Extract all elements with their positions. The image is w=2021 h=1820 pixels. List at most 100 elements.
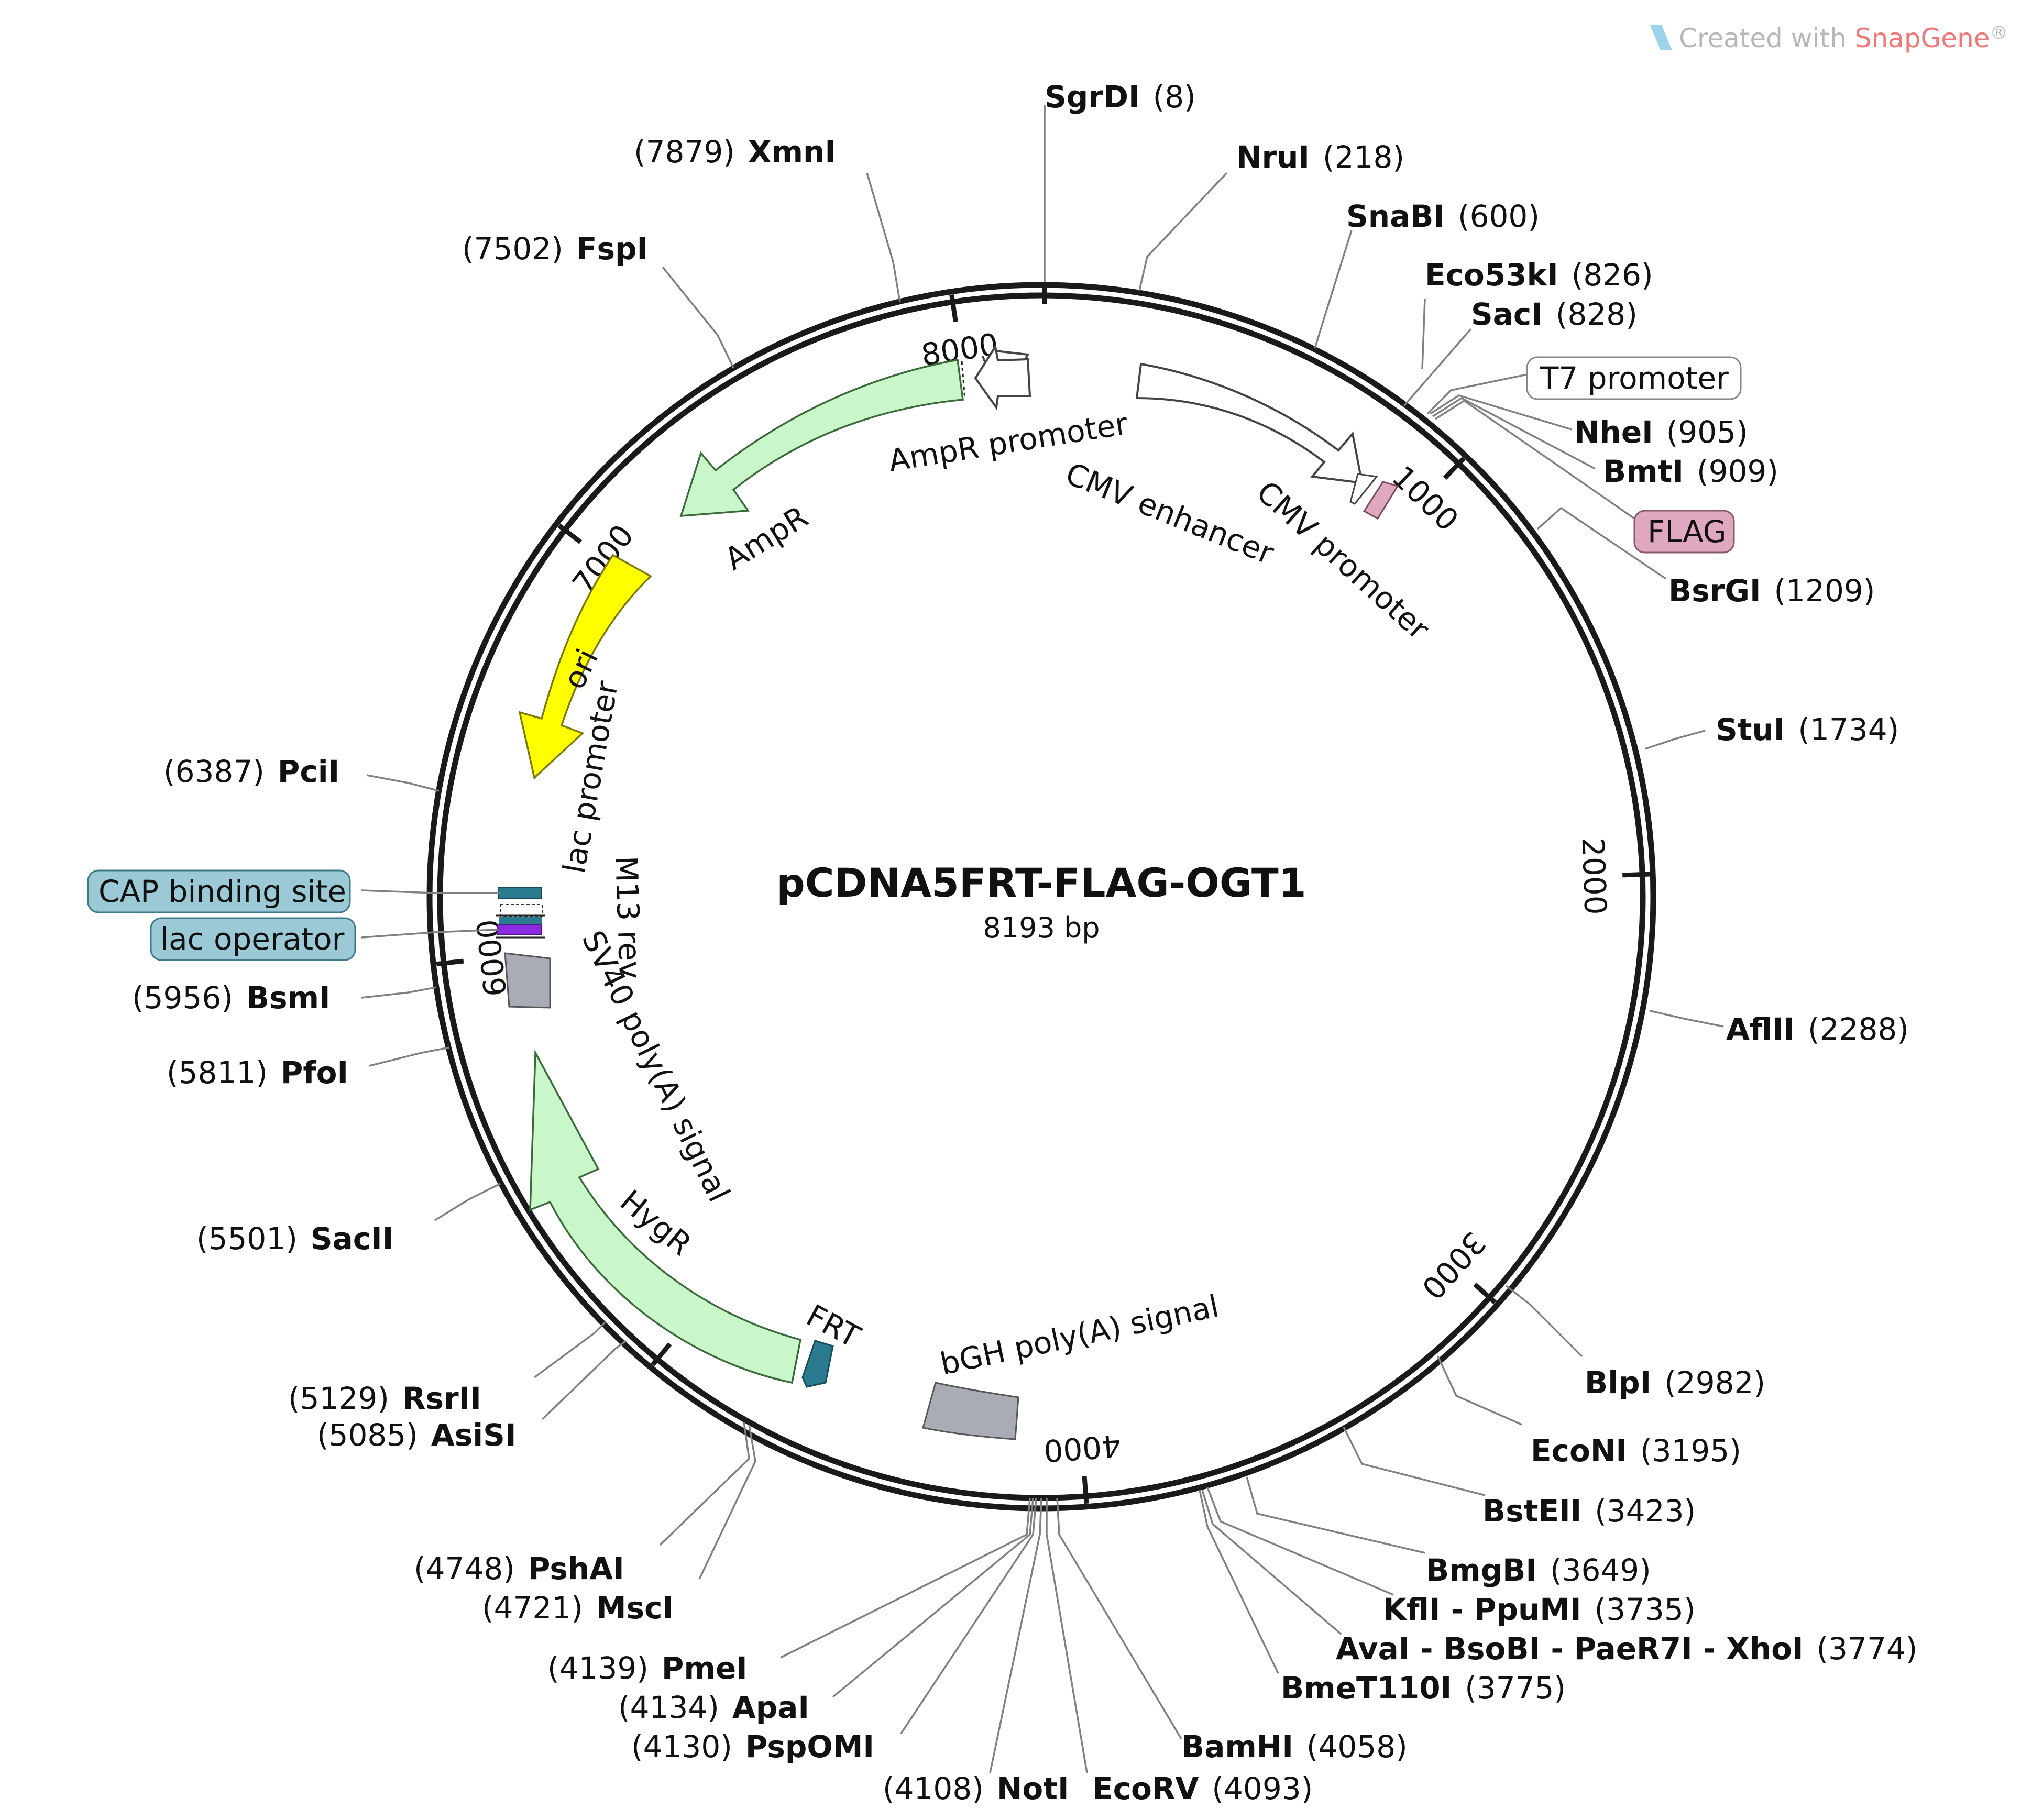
bgh-polya-label: bGH poly(A) signal xyxy=(937,1288,1222,1382)
leader-bsrgi xyxy=(1536,506,1666,580)
flag-mark xyxy=(1363,481,1399,520)
watermark-prefix: Created with xyxy=(1679,23,1855,53)
features xyxy=(496,344,1399,1440)
leader-pmei xyxy=(780,1497,1031,1659)
leader-sacii xyxy=(434,1183,501,1221)
leader-flag xyxy=(1435,399,1635,520)
restriction-sites: SgrDI(8) NruI(218) SnaBI(600) Eco53kI(82… xyxy=(87,79,1917,1806)
snapgene-logo-icon xyxy=(1650,25,1672,50)
cap-binding-site-mark xyxy=(498,887,542,899)
m13-rev-mark xyxy=(499,917,542,924)
site-bsteii: BstEII(3423) xyxy=(1482,1493,1696,1529)
bgh-polya-box xyxy=(922,1382,1019,1440)
ampr-promoter-boundary xyxy=(961,361,966,400)
site-msci: (4721)MscI xyxy=(482,1590,674,1626)
leader-pspomi xyxy=(900,1497,1037,1734)
lac-operator-box-outline xyxy=(500,904,543,917)
tick-label-2000: 2000 xyxy=(1575,837,1613,915)
site-bsrgi: BsrGI(1209) xyxy=(1668,573,1875,609)
site-stui: StuI(1734) xyxy=(1716,712,1899,747)
plasmid-length: 8193 bp xyxy=(983,911,1100,944)
leader-rsrii xyxy=(533,1321,606,1378)
site-bmet110i: BmeT110I(3775) xyxy=(1281,1670,1566,1706)
tick-label-4000: 4000 xyxy=(1042,1428,1122,1469)
leader-fspi xyxy=(662,266,734,368)
leader-avai-xhoi xyxy=(1201,1490,1342,1635)
site-bmgbi: BmgBI(3649) xyxy=(1426,1552,1651,1588)
leader-pfoi xyxy=(369,1046,450,1067)
leader-blpi xyxy=(1505,1285,1583,1358)
leader-asisi xyxy=(541,1340,627,1420)
tick-label-3000: 3000 xyxy=(1414,1225,1492,1306)
svg-text:Created with SnapGene®: Created with SnapGene® xyxy=(1679,23,2008,53)
tick-mark-1000 xyxy=(1443,457,1466,480)
leader-eco53ki xyxy=(1421,298,1426,370)
site-noti: (4108)NotI xyxy=(883,1771,1069,1806)
leader-cap xyxy=(361,889,500,894)
leader-bamhi xyxy=(1056,1497,1182,1739)
tick-mark-6000 xyxy=(436,958,464,967)
site-kfli-ppumi: KflI - PpuMI(3735) xyxy=(1383,1592,1695,1627)
tick-mark-5000 xyxy=(651,1342,672,1366)
site-bmti: BmtI(909) xyxy=(1603,454,1778,489)
site-rsrii: (5129)RsrII xyxy=(288,1381,481,1416)
tick-mark-2000 xyxy=(1622,872,1650,878)
site-ecorv: EcoRV(4093) xyxy=(1092,1771,1313,1806)
leader-bsteii xyxy=(1343,1427,1486,1496)
cmv-arrow xyxy=(1135,362,1364,484)
tick-mark-3000 xyxy=(1473,1282,1497,1305)
svg-text:lac operator: lac operator xyxy=(160,921,345,957)
leader-xmni xyxy=(866,172,901,303)
site-eco53ki: Eco53kI(826) xyxy=(1425,257,1653,293)
hygr-arrow xyxy=(529,1049,802,1384)
frt-label: FRT xyxy=(800,1297,866,1355)
leader-bmti xyxy=(1432,396,1596,470)
lac-operator-mark xyxy=(497,924,542,935)
leader-saci xyxy=(1403,328,1472,407)
leader-bmet110i xyxy=(1199,1490,1279,1674)
site-avai-xhoi: AvaI - BsoBI - PaeR7I - XhoI(3774) xyxy=(1336,1631,1917,1667)
plasmid-title-block: pCDNA5FRT-FLAG-OGT1 8193 bp xyxy=(776,859,1306,944)
leader-bsmi xyxy=(361,986,437,999)
site-sgrdi: SgrDI(8) xyxy=(1045,79,1196,115)
site-fspi: (7502)FspI xyxy=(462,231,648,267)
leader-t7 xyxy=(1426,373,1528,415)
svg-text:CAP binding site: CAP binding site xyxy=(98,874,346,909)
leader-aflii xyxy=(1650,1010,1724,1028)
leader-pcii xyxy=(366,774,440,792)
ori-arrow xyxy=(518,554,652,780)
sv40-polya-box xyxy=(504,952,551,1009)
site-econi: EcoNI(3195) xyxy=(1531,1433,1741,1469)
leader-krui xyxy=(1138,172,1228,291)
leader-pshai xyxy=(659,1421,750,1546)
site-pspomi: (4130)PspOMI xyxy=(631,1729,874,1764)
svg-text:T7 promoter: T7 promoter xyxy=(1540,360,1729,396)
watermark-brand: SnapGene xyxy=(1855,23,1990,53)
site-xmni: (7879)XmnI xyxy=(634,134,836,170)
leader-stui xyxy=(1644,730,1706,750)
frt-mark xyxy=(801,1340,834,1388)
leader-apai xyxy=(832,1497,1034,1698)
leader-econi xyxy=(1437,1356,1522,1426)
tick-mark-8000 xyxy=(949,294,958,322)
site-snabi: SnaBI(600) xyxy=(1346,198,1540,234)
t7-promoter-mark xyxy=(1349,473,1378,505)
site-nrui: NruI(218) xyxy=(1236,139,1404,175)
lac-operator-box: lac operator xyxy=(150,917,356,961)
cmv-enhancer-label: CMV enhancer xyxy=(1061,456,1279,571)
site-pshai: (4748)PshAI xyxy=(414,1551,624,1586)
site-pcii: (6387)PciI xyxy=(163,754,339,789)
site-aflii: AflII(2288) xyxy=(1726,1011,1909,1047)
site-bsmi: (5956)BsmI xyxy=(132,980,331,1016)
watermark-suffix: ® xyxy=(1990,23,2008,43)
leader-msci xyxy=(698,1424,756,1580)
leader-bmgbi xyxy=(1246,1476,1425,1554)
t7-promoter-box: T7 promoter xyxy=(1526,356,1742,400)
ampr-promoter-body xyxy=(974,344,1031,411)
site-apai: (4134)ApaI xyxy=(618,1690,809,1725)
sv40-polya-label: SV40 poly(A) signal xyxy=(575,925,737,1207)
watermark: Created with SnapGene® xyxy=(1650,23,2008,53)
flag-box: FLAG xyxy=(1633,510,1735,554)
site-pmei: (4139)PmeI xyxy=(547,1650,748,1686)
